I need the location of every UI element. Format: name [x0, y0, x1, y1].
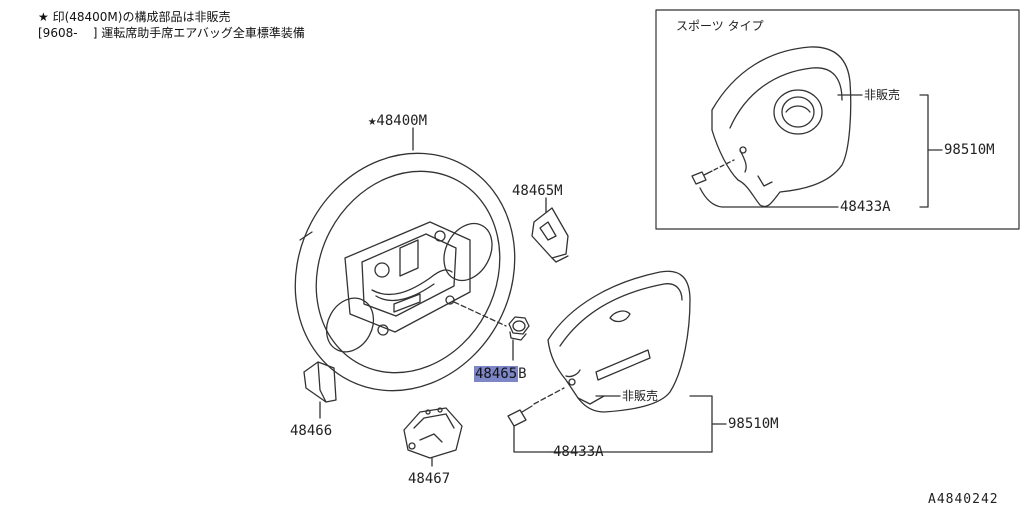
cover-left-part-number[interactable]: 48466	[290, 423, 333, 439]
sports-type-inset-box	[655, 9, 1020, 230]
inset-title: スポーツ タイプ	[676, 19, 764, 33]
cover-48466-drawing	[303, 361, 337, 403]
inset-not-for-sale-label: 非販売	[864, 88, 901, 102]
inset-bolt-part-number[interactable]: 48433A	[840, 199, 891, 215]
wheel-part-number[interactable]: ★48400M	[368, 113, 428, 129]
inset-leader-bolt	[699, 187, 839, 208]
cover-48465M-drawing	[531, 207, 569, 263]
note-airbag-standard: [9608- ] 運転席助手席エアバッグ全車標準装備	[38, 26, 305, 40]
steering-wheel-drawing	[294, 152, 516, 392]
inset-assembly-part-number[interactable]: 98510M	[944, 142, 995, 158]
inset-leader-bracket	[919, 94, 929, 208]
bracket-part-number[interactable]: 48467	[408, 471, 451, 487]
sports-airbag-pad-drawing	[691, 46, 852, 208]
nut-part-number[interactable]: 48465B	[474, 366, 527, 382]
note-non-sale-components: ★ 印(48400M)の構成部品は非販売	[38, 10, 231, 24]
bracket-48467-drawing	[403, 407, 463, 459]
bolt-part-number[interactable]: 48433A	[553, 444, 604, 460]
not-for-sale-label: 非販売	[622, 389, 659, 403]
cover-upper-part-number[interactable]: 48465M	[512, 183, 563, 199]
nut-48465B-drawing	[453, 301, 530, 341]
airbag-pad-drawing	[507, 270, 691, 427]
leader-bolt	[513, 425, 551, 453]
assembly-part-number[interactable]: 98510M	[728, 416, 779, 432]
nut-part-number-highlight[interactable]: 48465	[474, 366, 519, 382]
diagram-reference-code: A4840242	[928, 492, 999, 507]
nut-part-number-suffix: B	[518, 366, 527, 382]
